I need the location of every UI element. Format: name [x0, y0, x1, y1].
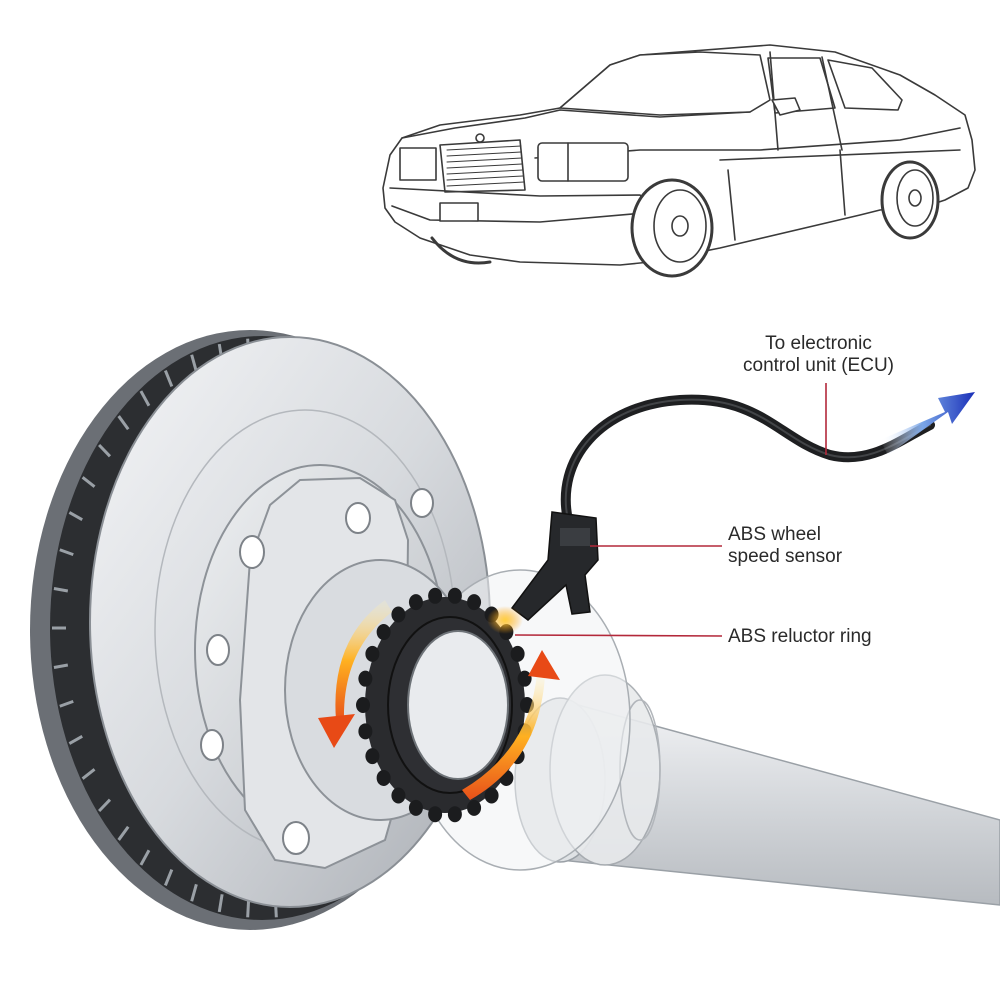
reluctor-tooth	[356, 697, 370, 713]
leader-lines	[514, 383, 827, 637]
label-sensor-line1: ABS wheel	[728, 524, 821, 545]
reluctor-tooth	[408, 799, 423, 816]
reluctor-tooth	[428, 587, 443, 604]
rotation-arrowhead-left	[318, 714, 355, 748]
reluctor-teeth	[356, 587, 534, 823]
label-reluctor-ring: ABS reluctor ring	[728, 626, 872, 648]
sedan-illustration	[382, 44, 976, 278]
disc-vent-slot	[163, 868, 174, 887]
disc-vent-slot	[246, 899, 251, 918]
rotation-direction-arrows	[318, 600, 560, 800]
reluctor-tooth	[428, 806, 443, 823]
car-headlight-right	[537, 142, 629, 182]
reluctor-tooth	[517, 670, 532, 687]
label-ecu: To electronic control unit (ECU)	[743, 333, 894, 377]
disc-vent-slot	[163, 369, 174, 388]
disc-vent-slot	[81, 476, 96, 488]
reluctor-tooth	[510, 645, 525, 662]
disc-vent-slot	[139, 390, 151, 407]
car-headlight-left	[399, 147, 437, 181]
reluctor-tooth	[376, 769, 391, 786]
reluctor-tooth	[391, 606, 406, 623]
hub-bolt-holes	[200, 488, 434, 855]
disc-vent-slot	[68, 735, 83, 745]
car-mirror	[771, 97, 801, 116]
reluctor-tooth	[447, 587, 462, 604]
reluctor-tooth	[365, 645, 380, 662]
rotation-arrow-right	[462, 673, 545, 800]
disc-vent-slot	[217, 894, 224, 913]
label-wheel-speed-sensor: ABS wheel speed sensor	[728, 524, 842, 568]
label-ring-text: ABS reluctor ring	[728, 626, 872, 647]
reluctor-tooth	[358, 670, 373, 687]
car-license-plate	[439, 202, 479, 222]
abs-wheel-speed-sensor	[487, 394, 935, 634]
disc-vent-slot	[81, 768, 96, 780]
disc-vent-slot	[139, 849, 151, 866]
disc-vent-slot	[53, 663, 69, 669]
label-sensor-line2: speed sensor	[728, 546, 843, 567]
rotation-arrowhead-right	[528, 650, 560, 680]
disc-vent-slot	[117, 415, 130, 431]
reluctor-tooth	[467, 799, 482, 816]
disc-vent-slot	[59, 548, 74, 557]
reluctor-ring	[356, 587, 534, 823]
disc-vent-slot	[68, 511, 83, 521]
reluctor-tooth	[391, 787, 406, 804]
sensor-tip-glow	[487, 606, 523, 634]
sensor-cable	[560, 394, 935, 525]
disc-vent-slot	[53, 587, 69, 593]
reluctor-tooth	[358, 723, 373, 740]
car-windshield	[559, 51, 771, 116]
reluctor-tooth	[467, 594, 482, 611]
ecu-direction-arrow	[880, 392, 975, 455]
leader-ring	[514, 634, 723, 637]
reluctor-tooth	[484, 787, 499, 804]
reluctor-tooth	[447, 806, 462, 823]
reluctor-tooth	[376, 624, 391, 641]
disc-vent-slot	[98, 443, 112, 458]
label-ecu-line2: control unit (ECU)	[743, 355, 894, 376]
disc-vent-slot	[59, 699, 74, 708]
disc-vent-slot	[190, 354, 198, 373]
car-rear-window	[827, 59, 903, 111]
disc-vent-slot	[190, 883, 198, 902]
rotation-arrow-left	[335, 600, 392, 722]
disc-vent-slot	[117, 825, 130, 841]
reluctor-tooth	[365, 748, 380, 765]
reluctor-tooth	[408, 594, 423, 611]
label-ecu-line1: To electronic	[765, 333, 872, 354]
disc-vent-slot	[98, 798, 112, 813]
